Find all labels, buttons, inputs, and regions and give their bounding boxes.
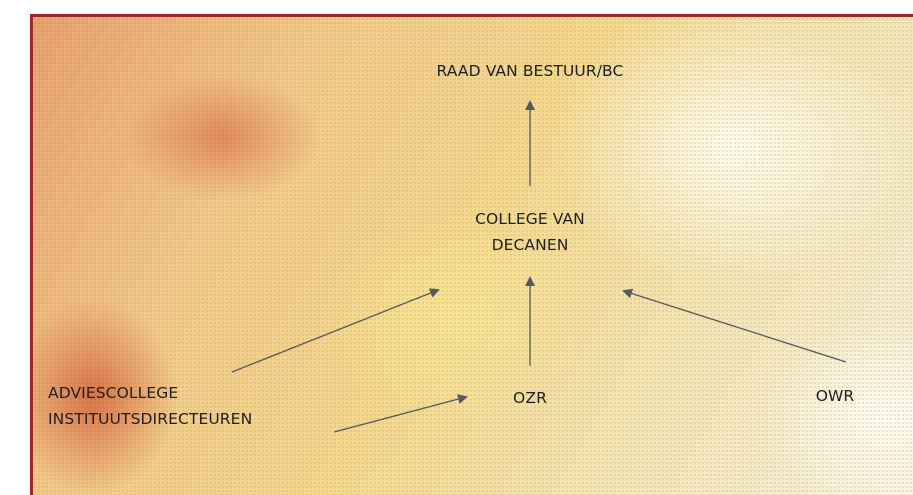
node-adviescollege: ADVIESCOLLEGE INSTITUUTSDIRECTEUREN	[48, 380, 252, 432]
node-owr: OWR	[800, 383, 870, 409]
node-advies-line2: INSTITUUTSDIRECTEUREN	[48, 410, 253, 428]
node-ozr-label: OZR	[513, 389, 547, 407]
node-college-line2: DECANEN	[491, 236, 569, 254]
node-college-van-decanen: COLLEGE VAN DECANEN	[430, 206, 630, 258]
node-ozr: OZR	[480, 385, 580, 411]
arrow-advies-to-ozr	[333, 394, 468, 433]
arrow-owr-to-college	[622, 288, 847, 363]
node-college-line1: COLLEGE VAN	[475, 210, 585, 228]
diagram-panel	[30, 14, 913, 495]
node-advies-line1: ADVIESCOLLEGE	[48, 384, 179, 402]
arrow-advies-to-college	[231, 288, 440, 373]
node-raad-label: RAAD VAN BESTUUR/BC	[436, 62, 624, 80]
node-owr-label: OWR	[815, 387, 855, 405]
node-raad-van-bestuur: RAAD VAN BESTUUR/BC	[380, 58, 680, 84]
